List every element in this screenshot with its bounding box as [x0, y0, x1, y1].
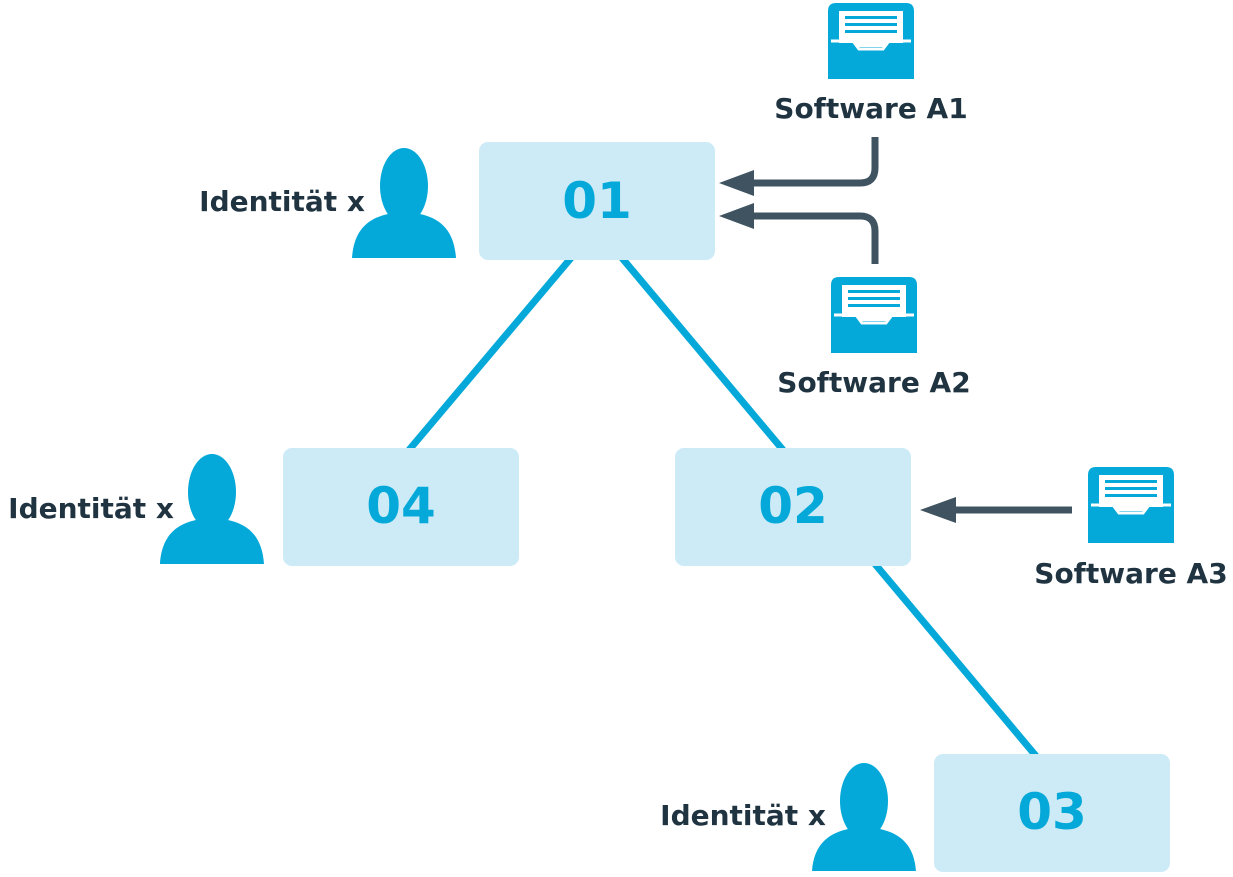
arrow-a1-to-01 [750, 137, 879, 187]
inbox-tray-icon [831, 277, 917, 353]
edge-01-04 [406, 255, 574, 453]
node-01[interactable]: 01 [479, 142, 715, 260]
node-04-label: 04 [366, 477, 436, 535]
node-03-label: 03 [1017, 783, 1087, 841]
identity-04: Identität x [8, 454, 264, 564]
identity-03: Identität x [660, 763, 916, 871]
node-01-label: 01 [562, 172, 632, 230]
node-03[interactable]: 03 [934, 754, 1170, 872]
arrowhead-a1 [719, 170, 754, 196]
arrowhead-a3 [920, 497, 956, 523]
person-icon [812, 763, 916, 871]
node-02[interactable]: 02 [675, 448, 911, 566]
software-a3[interactable]: Software A3 [1034, 467, 1228, 590]
arrow-a2-to-01 [750, 212, 879, 264]
software-label: Software A1 [774, 92, 967, 125]
identity-01: Identität x [199, 148, 456, 258]
node-04[interactable]: 04 [283, 448, 519, 566]
node-02-label: 02 [758, 477, 828, 535]
software-label: Software A2 [777, 366, 970, 399]
software-arrows [719, 137, 1072, 523]
identity-label: Identität x [199, 185, 365, 218]
software-label: Software A3 [1034, 557, 1227, 590]
identity-label: Identität x [660, 799, 826, 832]
software-a1[interactable]: Software A1 [774, 3, 968, 125]
person-icon [352, 148, 456, 258]
inbox-tray-icon [828, 3, 914, 79]
connector-lines [406, 255, 1039, 759]
arrowhead-a2 [719, 203, 754, 229]
edge-01-02 [619, 255, 786, 453]
person-icon [160, 454, 264, 564]
identity-label: Identität x [8, 492, 174, 525]
edge-02-03 [872, 561, 1039, 759]
software-a2[interactable]: Software A2 [777, 277, 971, 399]
inbox-tray-icon [1088, 467, 1174, 543]
